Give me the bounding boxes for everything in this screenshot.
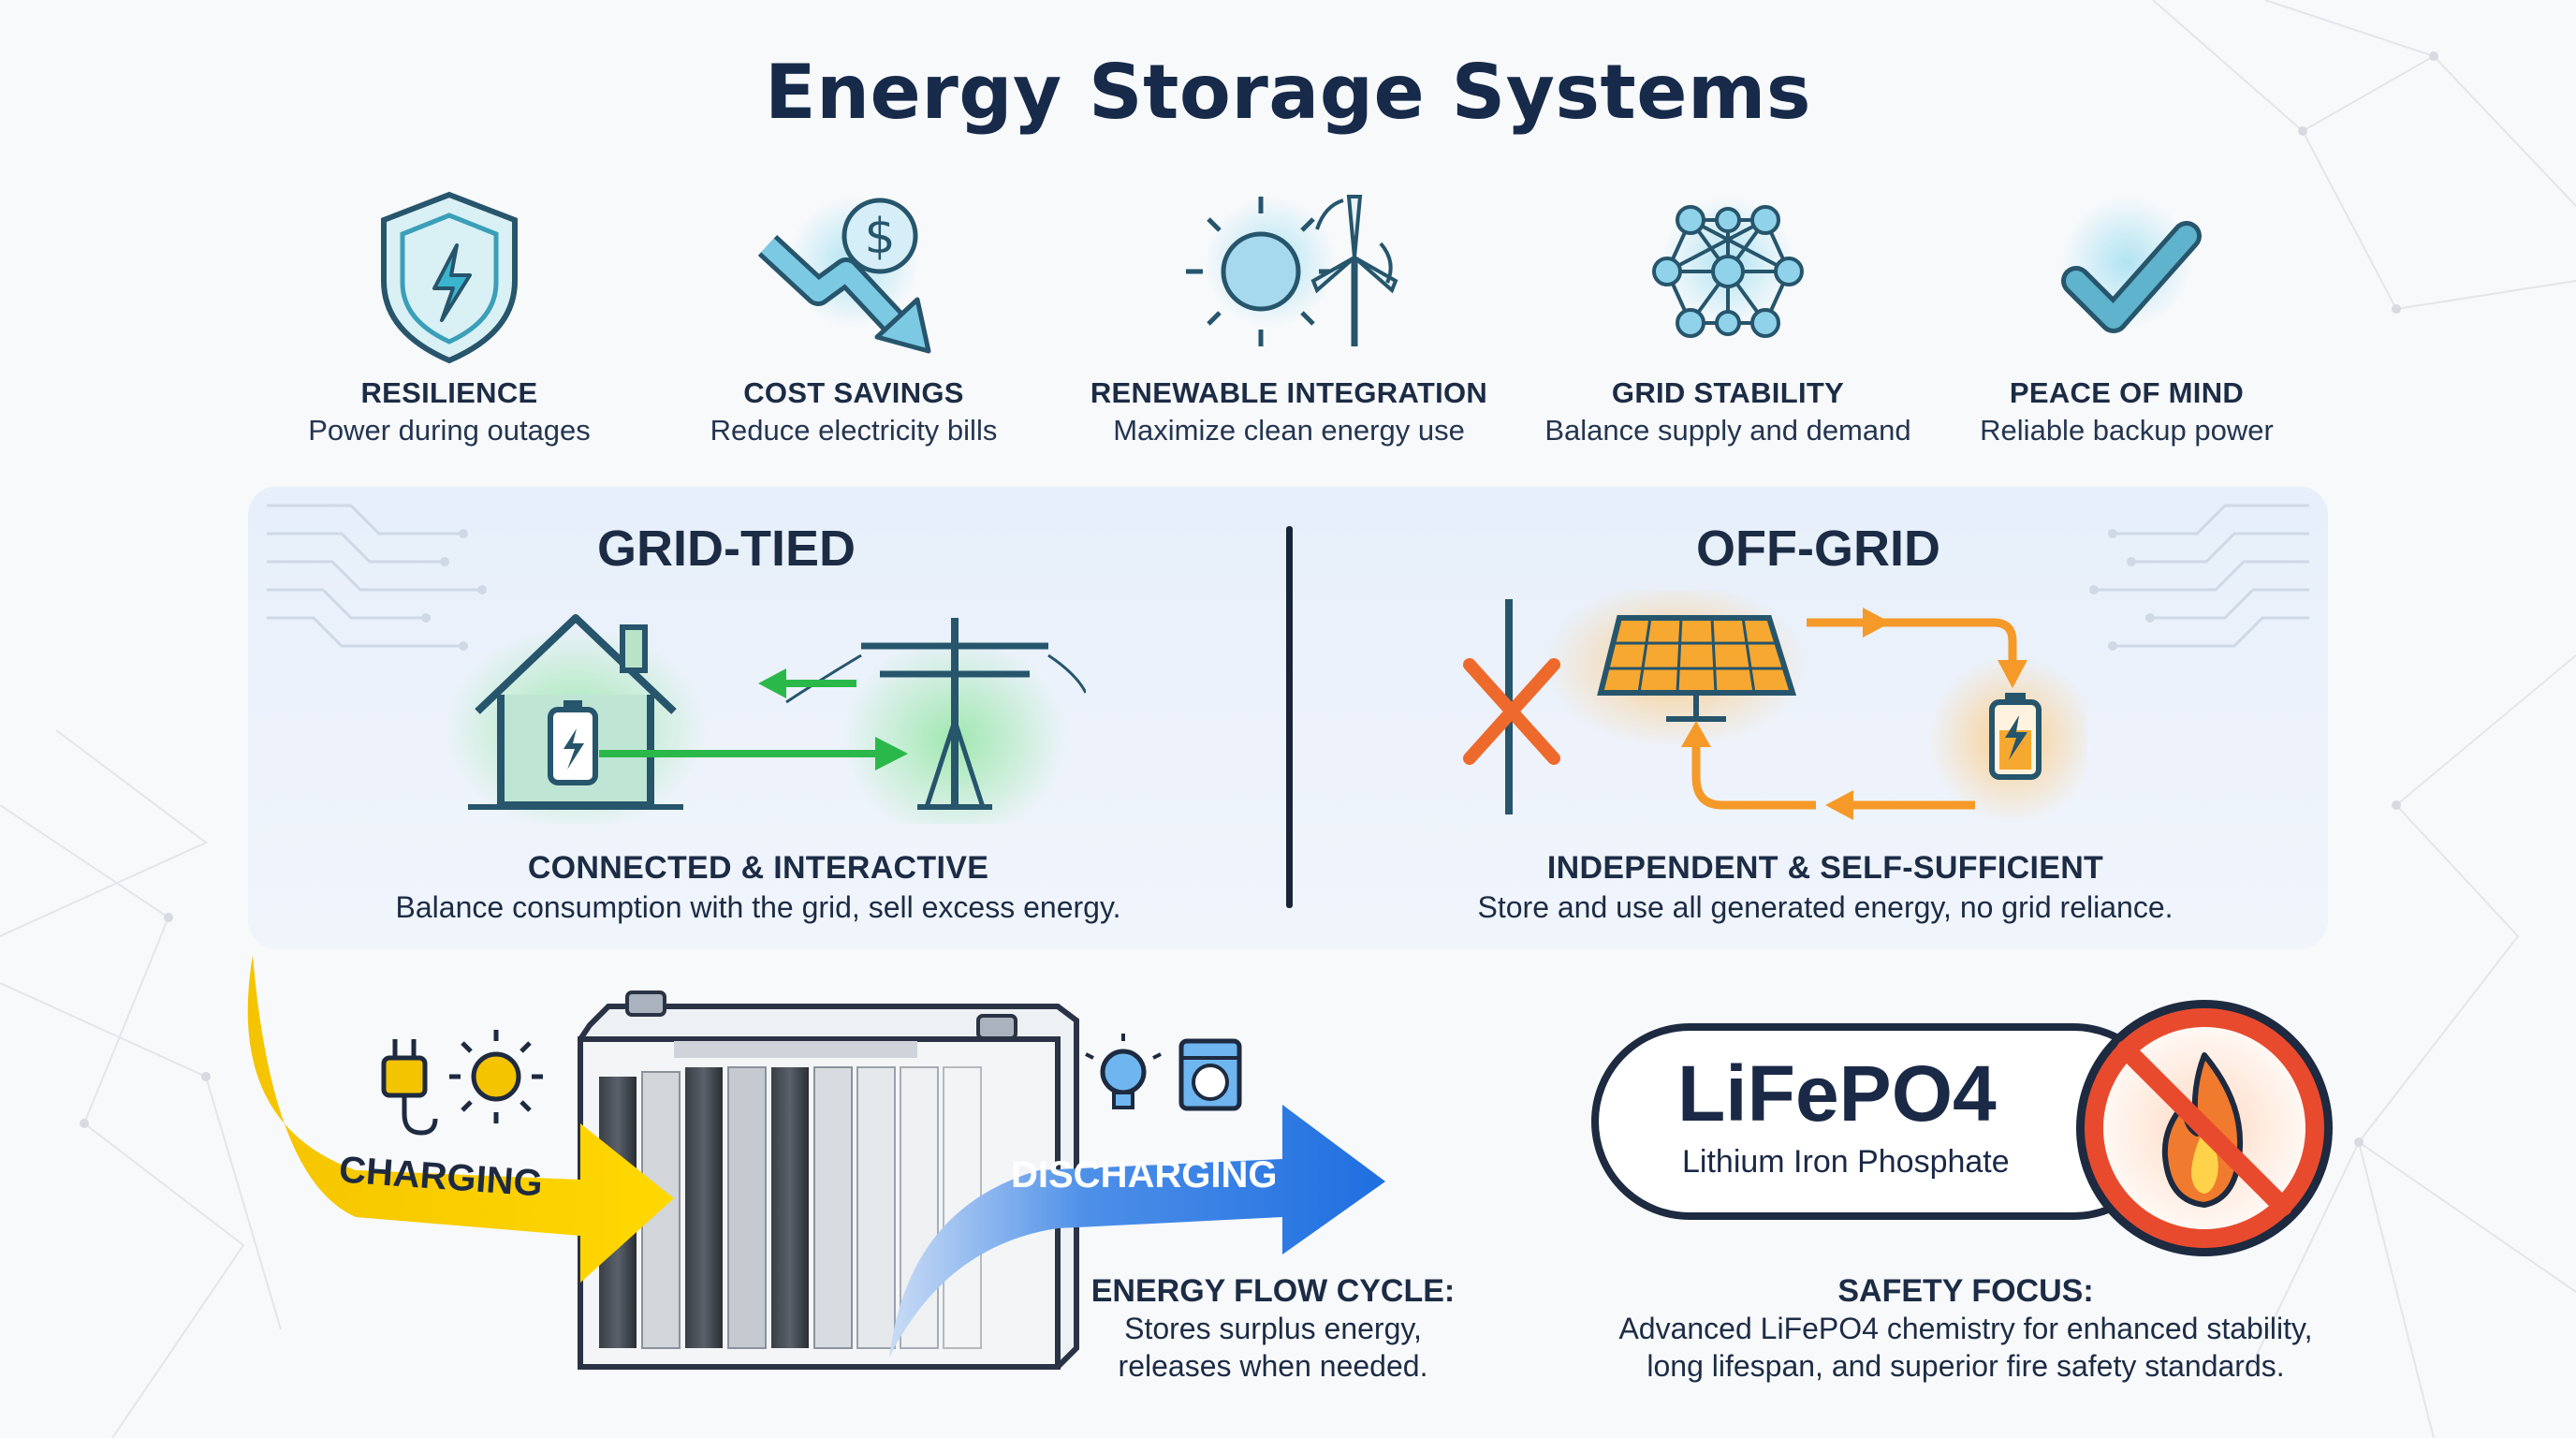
- plug-icon: [381, 1039, 438, 1136]
- battery-cutaway-icon: [578, 990, 1079, 1370]
- off-grid-cycle-arrows: [1691, 618, 2017, 810]
- grid-tied-caption: CONNECTED & INTERACTIVE Balance consumpt…: [395, 850, 1121, 924]
- dollar-down-arrow-icon: $: [757, 198, 931, 354]
- light-bulb-icon: [1085, 1034, 1162, 1109]
- battery-icon: [548, 700, 598, 785]
- grid-tied-title: GRID-TIED: [597, 521, 856, 577]
- off-grid-arrowheads: [1681, 608, 2027, 820]
- benefit-peace-of-mind: PEACE OF MIND Reliable backup power: [1907, 178, 2347, 448]
- washing-machine-icon: [1178, 1038, 1242, 1111]
- sun-icon: [449, 1030, 543, 1123]
- benefit-cost-savings: $ COST SAVINGS Reduce electricity bills: [634, 178, 1074, 448]
- network-grid-icon: [1652, 205, 1804, 338]
- benefit-resilience: RESILIENCE Power during outages: [229, 178, 669, 448]
- solar-panel-icon: [1597, 615, 1797, 722]
- off-grid-illustration: [1463, 590, 2087, 824]
- panel-divider: [1286, 526, 1293, 908]
- energy-flow-illustration: [247, 955, 1385, 1370]
- discharging-label: DISCHARGING: [1011, 1154, 1278, 1196]
- svg-text:$: $: [864, 209, 895, 265]
- benefit-grid-stability: GRID STABILITY Balance supply and demand: [1508, 178, 1948, 448]
- sun-wind-turbine-icon: [1186, 195, 1398, 346]
- off-grid-battery-icon: [1989, 693, 2042, 780]
- circuit-decor: [267, 504, 2309, 651]
- discharging-arrow: [889, 1105, 1385, 1357]
- page-title: Energy Storage Systems: [764, 49, 1812, 136]
- grid-flow-arrows: [599, 668, 908, 770]
- benefit-renewable-integration: RENEWABLE INTEGRATION Maximize clean ene…: [1069, 178, 1509, 448]
- lifepo4-full-name: Lithium Iron Phosphate: [1682, 1144, 2010, 1180]
- safety-caption: SAFETY FOCUS: Advanced LiFePO4 chemistry…: [1618, 1273, 2313, 1383]
- checkmark-icon: [2061, 221, 2202, 333]
- charging-arrow: [247, 955, 674, 1283]
- shield-bolt-icon: [381, 191, 518, 364]
- lifepo4-name: LiFePO4: [1677, 1049, 1997, 1137]
- grid-tied-illustration: [449, 614, 1086, 824]
- energy-flow-caption: ENERGY FLOW CYCLE: Stores surplus energy…: [1090, 1273, 1456, 1383]
- off-grid-title: OFF-GRID: [1696, 521, 1940, 577]
- no-fire-icon: [2076, 1000, 2333, 1256]
- off-grid-caption: INDEPENDENT & SELF-SUFFICIENT Store and …: [1477, 850, 2174, 924]
- no-grid-x-icon: [1463, 599, 1560, 814]
- lifepo4-badge: [1591, 1023, 2172, 1220]
